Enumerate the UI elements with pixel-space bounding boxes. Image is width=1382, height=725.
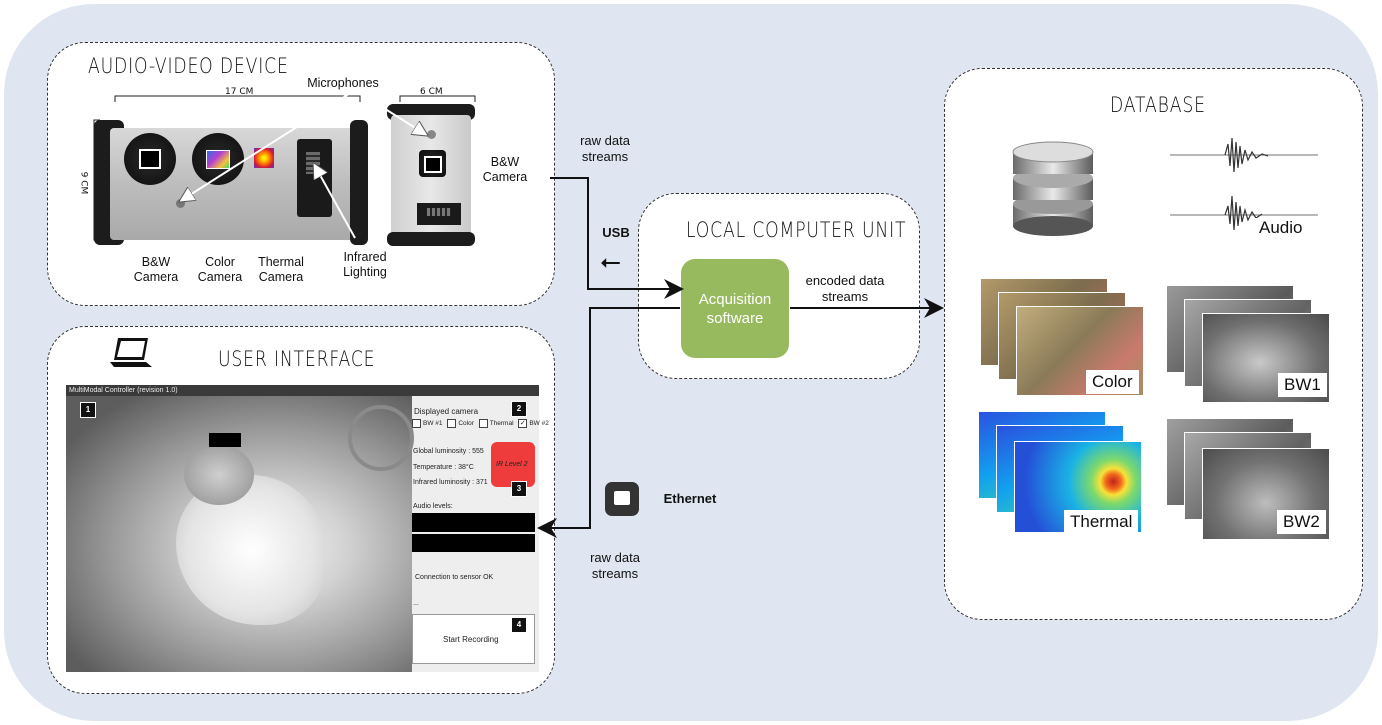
checkbox-bw2[interactable]: ✓ [518,419,528,428]
database-section-title: DATABASE [1110,93,1206,117]
encoded-data-streams-label: encoded data streams [805,273,885,304]
infant-head [184,445,254,505]
privacy-bar [209,433,241,447]
local-section-title: LOCAL COMPUTER UNIT [686,218,907,242]
camera-checkbox-row: BW #1 Color Thermal ✓BW #2 [409,419,549,428]
color-camera-label: Color Camera [197,255,243,284]
color-camera-icon [206,150,230,169]
depth-dimension-label: 6 CM [420,87,443,97]
database-cylinder-icon [1012,141,1094,236]
checkbox-thermal-label: Thermal [489,420,514,428]
bw1-label: BW1 [1278,373,1327,397]
checkbox-color-label: Color [458,420,474,428]
audio-waveforms [1170,137,1318,231]
side-bw-camera-icon [424,156,442,173]
ethernet-label: Ethernet [663,491,717,506]
device-right-endcap [350,120,368,245]
device-section-title: AUDIO-VIDEO DEVICE [88,54,289,78]
start-recording-label: Start Recording [443,635,499,644]
region-marker-1: 1 [80,402,96,418]
acquisition-software-box: Acquisition software [681,259,789,358]
audio-levels-label: Audio levels: [413,503,453,510]
laptop-icon [110,338,152,367]
bw2-label: BW2 [1277,510,1326,534]
ethernet-icon [605,482,639,516]
controller-window: MultiModal Controller (revision 1.0) 1 D… [66,385,549,672]
audio-level-meter-1 [412,513,535,532]
connection-status-text: Connection to sensor OK [415,574,494,581]
displayed-camera-heading: Displayed camera [414,407,479,416]
raw-data-streams-bottom-label: raw data streams [590,550,640,581]
checkbox-thermal[interactable] [478,419,488,428]
checkbox-bw2-label: BW #2 [529,420,549,428]
microphone-hole-front [176,199,185,208]
checkbox-bw1[interactable] [412,419,421,428]
checkbox-bw1-label: BW #1 [423,420,443,428]
status-ellipsis: ... [413,600,419,607]
region-marker-2: 2 [511,401,527,417]
microphone-hole-side [427,130,436,139]
side-infrared-leds [427,208,451,216]
audio-level-meter-2 [412,534,535,552]
controller-window-titlebar: MultiModal Controller (revision 1.0) [66,385,539,396]
usb-label: USB [602,225,630,240]
infrared-lighting-label: Infrared Lighting [343,250,387,279]
incubator-ring [348,405,414,471]
region-marker-4: 4 [511,617,527,633]
ir-level-indicator [491,442,535,487]
acquisition-software-label: Acquisition software [698,291,772,327]
thermal-frame-stack [978,411,1148,536]
region-marker-3: 3 [511,481,527,497]
ir-level-text: IR Level 2 [496,461,528,468]
usb-icon: ⭠ [600,247,621,277]
microphones-label: Microphones [307,76,379,90]
infrared-luminosity-text: Infrared luminosity : 371 [413,479,488,486]
width-dimension-label: 17 CM [225,87,254,97]
ethernet-port-shape [614,491,630,505]
color-frame-stack [980,278,1146,398]
checkbox-color[interactable] [447,419,457,428]
thermal-camera-icon [254,148,274,168]
bw-camera-icon [139,149,161,169]
microphone-pointer-arrows [160,89,480,239]
bw-camera-label: B&W Camera [133,255,179,284]
audio-label: Audio [1255,218,1307,238]
side-bw-camera-label: B&W Camera [482,155,528,184]
thermal-label: Thermal [1064,510,1139,534]
global-luminosity-text: Global luminosity : 555 [413,448,484,455]
temperature-text: Temperature : 38°C [413,464,474,471]
raw-data-streams-top-label: raw data streams [580,133,630,164]
color-label: Color [1086,370,1139,394]
side-device-bottom-cap [387,232,475,246]
thermal-camera-label: Thermal Camera [258,255,304,284]
ui-section-title: USER INTERFACE [218,347,376,371]
